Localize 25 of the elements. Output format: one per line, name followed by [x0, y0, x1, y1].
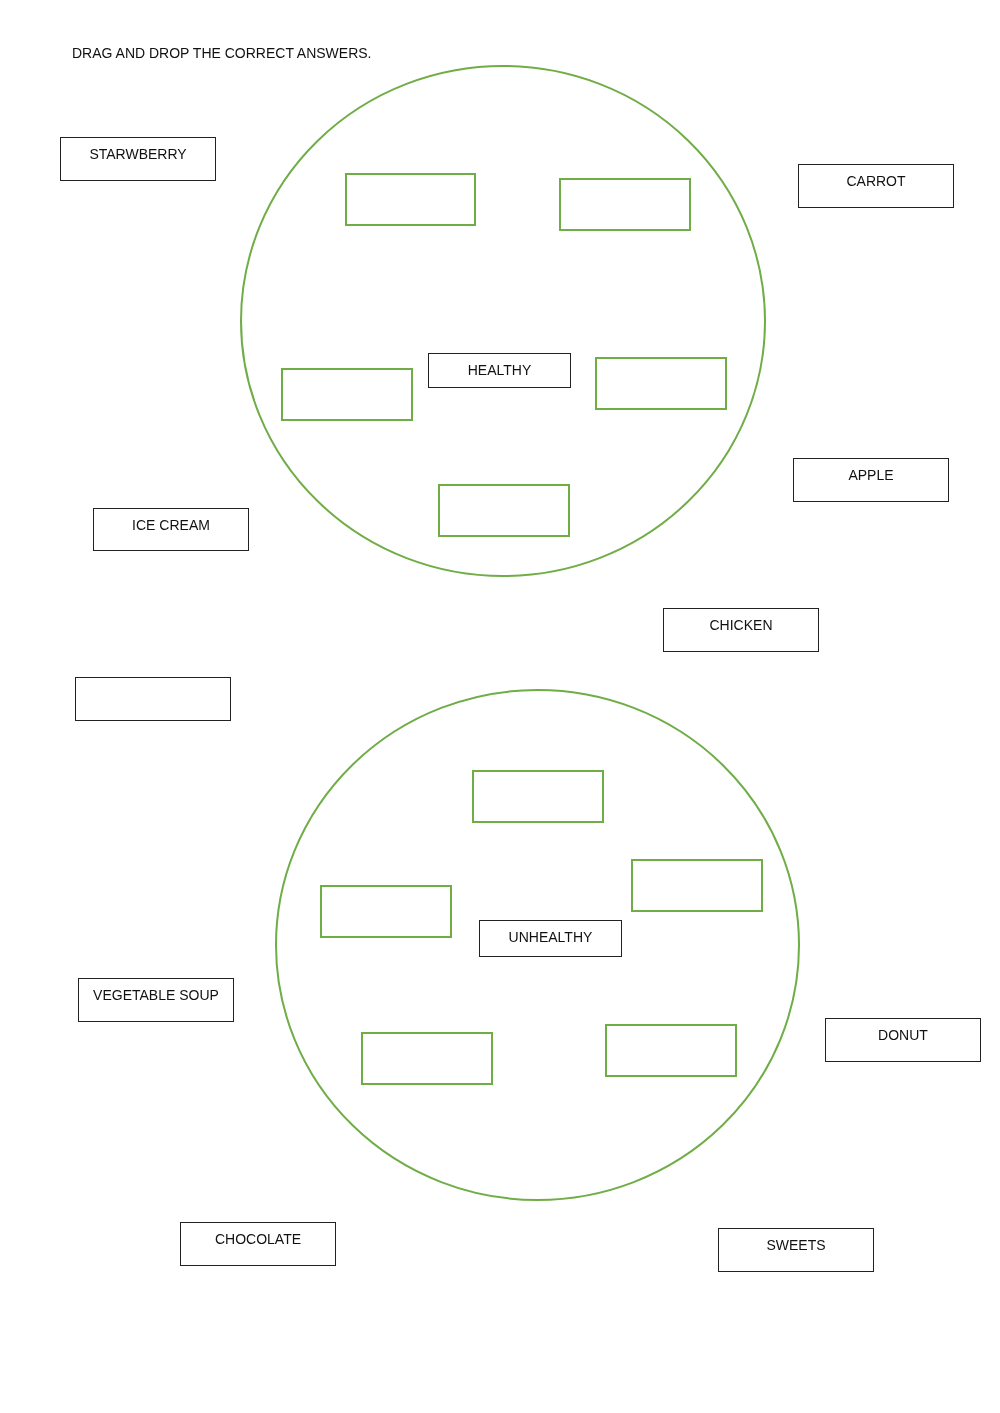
answer-box: [605, 1024, 737, 1077]
answer-box: [595, 357, 727, 410]
answer-box: [438, 484, 570, 537]
category-circle: [276, 690, 799, 1200]
word-card: ICE CREAM: [93, 508, 249, 551]
answer-box: [472, 770, 604, 823]
word-card: APPLE: [793, 458, 949, 502]
category-circle: [241, 66, 765, 576]
word-card: [75, 677, 231, 721]
answer-box: [631, 859, 763, 912]
word-card: STARWBERRY: [60, 137, 216, 181]
word-card: UNHEALTHY: [479, 920, 622, 957]
word-card: CARROT: [798, 164, 954, 208]
answer-box: [559, 178, 691, 231]
word-card: SWEETS: [718, 1228, 874, 1272]
word-card: CHICKEN: [663, 608, 819, 652]
instruction-text: DRAG AND DROP THE CORRECT ANSWERS.: [72, 45, 372, 61]
word-card: CHOCOLATE: [180, 1222, 336, 1266]
answer-box: [320, 885, 452, 938]
word-card: DONUT: [825, 1018, 981, 1062]
answer-box: [281, 368, 413, 421]
word-card: VEGETABLE SOUP: [78, 978, 234, 1022]
answer-box: [361, 1032, 493, 1085]
answer-box: [345, 173, 476, 226]
word-card: HEALTHY: [428, 353, 571, 388]
